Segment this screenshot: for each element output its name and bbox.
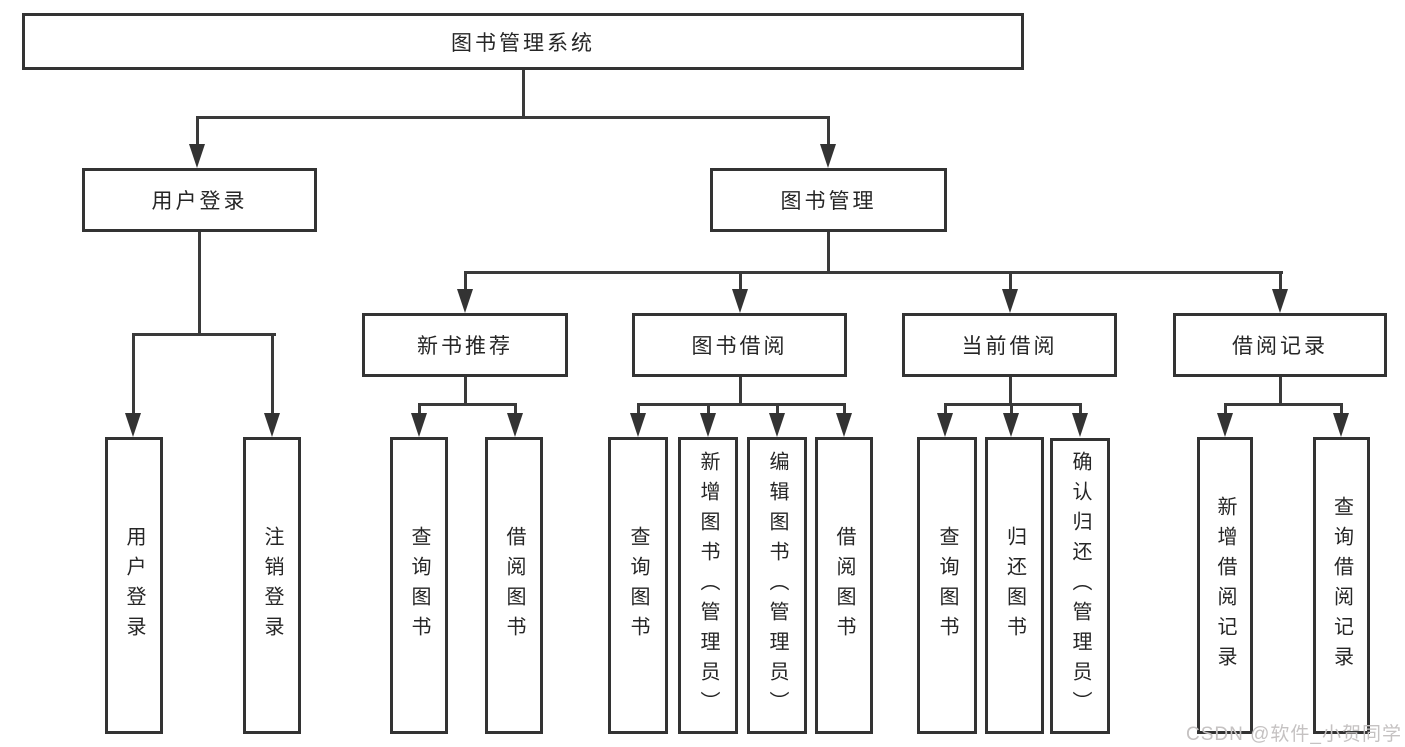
- arrow-down-icon: [507, 413, 523, 437]
- connector-group-split: [943, 403, 1082, 406]
- arrow-down-icon: [264, 413, 280, 437]
- leaf-label: 确认归还（管理员）: [1069, 451, 1091, 721]
- arrow-down-icon: [732, 289, 748, 313]
- node-leaf-user-login: 用户登录: [105, 437, 163, 734]
- connector-stem-leaf: [513, 405, 517, 419]
- connector-group-down: [738, 377, 742, 406]
- arrow-down-icon: [1333, 413, 1349, 437]
- node-root: 图书管理系统: [22, 13, 1024, 70]
- connector-group-down: [1008, 377, 1012, 406]
- connector-stem-leaf: [417, 405, 421, 419]
- arrow-down-icon: [937, 413, 953, 437]
- connector-user-login-down: [197, 232, 201, 336]
- node-root-label: 图书管理系统: [451, 31, 595, 55]
- leaf-label: 查询图书: [627, 525, 649, 646]
- connector-stem-leaf: [1223, 405, 1227, 419]
- node-user-login: 用户登录: [82, 168, 317, 232]
- connector-stem-book-management: [826, 118, 830, 148]
- arrow-down-icon: [836, 413, 852, 437]
- node-current-borrowing: 当前借阅: [902, 313, 1117, 377]
- connector-stem-user-login: [195, 118, 199, 148]
- node-leaf-edit-books-admin: 编辑图书（管理员）: [747, 437, 807, 734]
- connector-group-down: [1278, 377, 1282, 406]
- connector-stem-leaf: [1009, 405, 1013, 419]
- csdn-watermark: CSDN @软件_小贺同学: [1186, 724, 1402, 745]
- arrow-down-icon: [769, 413, 785, 437]
- node-book-borrowing: 图书借阅: [632, 313, 847, 377]
- connector-level2-split: [195, 116, 830, 119]
- connector-group-split: [1223, 403, 1343, 406]
- node-current-borrowing-label: 当前借阅: [961, 335, 1058, 358]
- node-leaf-return-books: 归还图书: [985, 437, 1044, 734]
- connector-stem-leaf: [1339, 405, 1343, 419]
- connector-stem-leaf: [131, 335, 135, 417]
- connector-stem-level3: [738, 273, 742, 292]
- node-leaf-borrow-books-recommend: 借阅图书: [485, 437, 543, 734]
- leaf-label: 编辑图书（管理员）: [766, 450, 788, 721]
- connector-stem-leaf: [842, 405, 846, 419]
- arrow-down-icon: [1003, 413, 1019, 437]
- arrow-down-icon: [820, 144, 836, 168]
- arrow-down-icon: [1272, 289, 1288, 313]
- connector-root-down: [521, 70, 525, 118]
- node-leaf-query-books-current: 查询图书: [917, 437, 977, 734]
- node-user-login-label: 用户登录: [151, 190, 248, 213]
- connector-level3-split: [463, 271, 1283, 274]
- connector-group-down: [463, 377, 467, 406]
- node-leaf-logout: 注销登录: [243, 437, 301, 734]
- node-borrowing-records-label: 借阅记录: [1232, 335, 1328, 358]
- node-leaf-query-books-borrowing: 查询图书: [608, 437, 668, 734]
- leaf-label: 新增借阅记录: [1214, 495, 1236, 676]
- connector-stem-leaf: [775, 405, 779, 419]
- connector-user-login-split: [131, 333, 276, 336]
- leaf-label: 查询借阅记录: [1330, 495, 1353, 676]
- connector-stem-level3: [1008, 273, 1012, 292]
- arrow-down-icon: [411, 413, 427, 437]
- connector-stem-level3: [1278, 273, 1282, 292]
- leaf-label: 借阅图书: [503, 525, 525, 646]
- connector-stem-leaf: [270, 335, 274, 417]
- node-book-management-label: 图书管理: [780, 190, 877, 213]
- node-borrowing-records: 借阅记录: [1173, 313, 1387, 377]
- leaf-label: 查询图书: [408, 525, 430, 646]
- arrow-down-icon: [630, 413, 646, 437]
- connector-group-split: [417, 403, 517, 406]
- connector-stem-leaf: [636, 405, 640, 419]
- arrow-down-icon: [125, 413, 141, 437]
- arrow-down-icon: [189, 144, 205, 168]
- node-book-borrowing-label: 图书借阅: [691, 335, 788, 358]
- node-new-book-recommendation: 新书推荐: [362, 313, 568, 377]
- node-leaf-confirm-return-admin: 确认归还（管理员）: [1050, 438, 1110, 734]
- leaf-label: 归还图书: [1003, 525, 1026, 646]
- leaf-label: 查询图书: [936, 525, 958, 646]
- connector-group-split: [636, 403, 846, 406]
- node-leaf-add-books-admin: 新增图书（管理员）: [678, 437, 738, 734]
- node-leaf-borrow-books-borrowing: 借阅图书: [815, 437, 873, 734]
- arrow-down-icon: [1002, 289, 1018, 313]
- node-leaf-add-borrow-record: 新增借阅记录: [1197, 437, 1253, 734]
- leaf-label: 新增图书（管理员）: [697, 450, 719, 721]
- node-leaf-query-books-recommend: 查询图书: [390, 437, 448, 734]
- node-new-book-recommendation-label: 新书推荐: [417, 335, 513, 358]
- arrow-down-icon: [457, 289, 473, 313]
- arrow-down-icon: [1217, 413, 1233, 437]
- node-book-management: 图书管理: [710, 168, 947, 232]
- node-leaf-query-borrow-record: 查询借阅记录: [1313, 437, 1370, 734]
- leaf-label: 注销登录: [261, 525, 283, 646]
- leaf-label: 借阅图书: [833, 525, 855, 646]
- connector-book-management-down: [826, 232, 830, 274]
- leaf-label: 用户登录: [123, 525, 145, 646]
- connector-stem-leaf: [943, 405, 947, 419]
- connector-stem-level3: [463, 273, 467, 292]
- arrow-down-icon: [1072, 413, 1088, 437]
- arrow-down-icon: [700, 413, 716, 437]
- connector-stem-leaf: [706, 405, 710, 419]
- connector-stem-leaf: [1078, 405, 1082, 419]
